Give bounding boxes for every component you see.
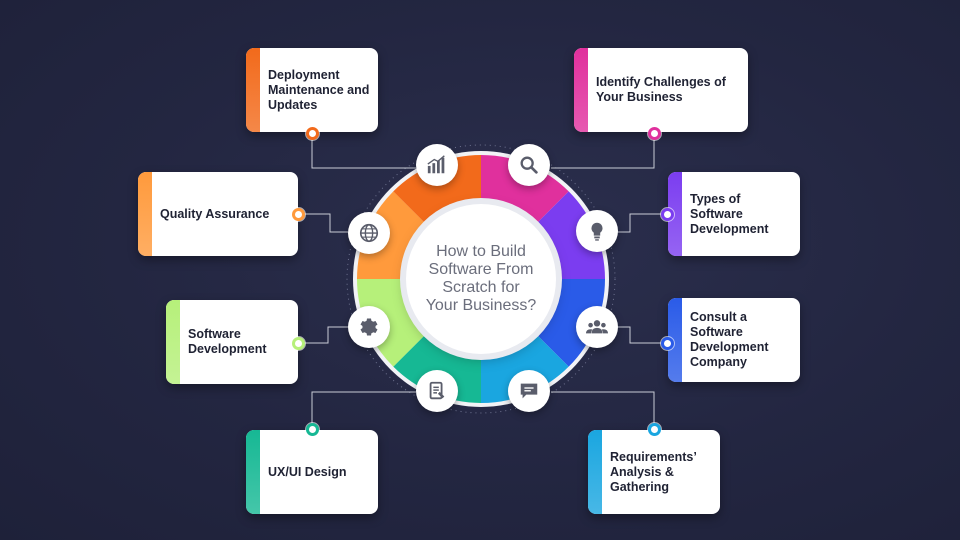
connector-dot bbox=[306, 127, 319, 140]
step-label: Quality Assurance bbox=[160, 206, 270, 221]
connector-dot bbox=[306, 423, 319, 436]
center-title: How to Build Software From Scratch for Y… bbox=[416, 243, 546, 315]
step-label: Types of Software Development bbox=[690, 191, 769, 236]
step-label: Deployment Maintenance and Updates bbox=[268, 67, 370, 112]
connector-dot bbox=[648, 127, 661, 140]
connector-line bbox=[311, 391, 416, 428]
step-card-accent bbox=[246, 48, 260, 132]
step-card-accent bbox=[166, 300, 180, 384]
step-card-accent bbox=[588, 430, 602, 514]
step-card-software-development: Software Development bbox=[166, 300, 298, 384]
step-label: Consult a Software Development Company bbox=[690, 310, 769, 369]
step-label: UX/UI Design bbox=[268, 464, 347, 479]
chat-icon bbox=[508, 370, 550, 412]
step-card-quality-assurance: Quality Assurance bbox=[138, 172, 298, 256]
step-label: Software Development bbox=[188, 327, 267, 356]
step-card-deployment: Deployment Maintenance and Updates bbox=[246, 48, 378, 132]
step-label: Requirements’ Analysis & Gathering bbox=[610, 449, 697, 494]
step-card-accent bbox=[574, 48, 588, 132]
step-card-ux-ui-design: UX/UI Design bbox=[246, 430, 378, 514]
center-hub: How to Build Software From Scratch for Y… bbox=[406, 204, 556, 354]
ring-segment bbox=[393, 334, 481, 403]
search-icon bbox=[508, 144, 550, 186]
step-label: Identify Challenges of Your Business bbox=[596, 75, 726, 104]
center-title-line: How to Build bbox=[436, 243, 526, 260]
ring-segment bbox=[393, 155, 481, 224]
connector-line bbox=[551, 391, 655, 428]
center-title-line: Software From bbox=[428, 261, 534, 278]
connector-dot bbox=[292, 208, 305, 221]
center-title-line: Your Business? bbox=[425, 297, 537, 314]
globe-icon bbox=[348, 212, 390, 254]
lightbulb-icon bbox=[576, 210, 618, 252]
gear-icon bbox=[348, 306, 390, 348]
bar-chart-icon bbox=[416, 144, 458, 186]
step-card-accent bbox=[668, 172, 682, 256]
ring-segment bbox=[481, 155, 569, 224]
connector-line bbox=[551, 134, 655, 169]
ring-segment bbox=[536, 191, 605, 279]
ring-dotted-outline bbox=[346, 144, 616, 414]
ring-segment bbox=[536, 279, 605, 367]
connector-dot bbox=[661, 208, 674, 221]
step-card-consult-company: Consult a Software Development Company bbox=[668, 298, 800, 382]
step-card-requirements: Requirements’ Analysis & Gathering bbox=[588, 430, 720, 514]
connector-line bbox=[298, 213, 348, 233]
center-title-line: Scratch for bbox=[442, 279, 520, 296]
team-icon bbox=[576, 306, 618, 348]
step-card-accent bbox=[668, 298, 682, 382]
document-icon bbox=[416, 370, 458, 412]
ring-segment bbox=[481, 334, 569, 403]
connector-line bbox=[298, 326, 348, 344]
connector-line bbox=[311, 134, 416, 169]
connector-dot bbox=[661, 337, 674, 350]
ring-segment bbox=[357, 191, 426, 279]
step-card-accent bbox=[246, 430, 260, 514]
ring-segment bbox=[357, 279, 426, 367]
step-card-types-of-software: Types of Software Development bbox=[668, 172, 800, 256]
step-card-identify-challenges: Identify Challenges of Your Business bbox=[574, 48, 748, 132]
step-card-accent bbox=[138, 172, 152, 256]
connector-dot bbox=[648, 423, 661, 436]
connector-dot bbox=[292, 337, 305, 350]
